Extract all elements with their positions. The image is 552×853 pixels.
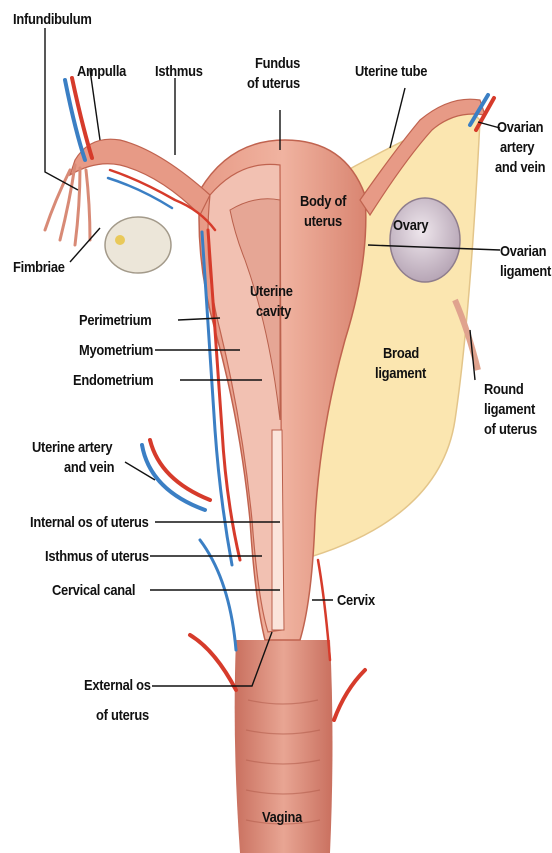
label-round-line1: Round <box>484 380 524 399</box>
label-ovarian-artery-line3: and vein <box>495 158 545 177</box>
follicle-shape <box>115 235 125 245</box>
label-ovarian-artery-line1: Ovarian <box>497 118 543 137</box>
label-ovarian-ligament-line1: Ovarian <box>500 242 546 261</box>
label-fundus-line1: Fundus <box>255 54 300 73</box>
label-infundibulum: Infundibulum <box>13 10 92 29</box>
label-fimbriae: Fimbriae <box>13 258 65 277</box>
label-fundus-line2: of uterus <box>247 74 300 93</box>
label-endometrium: Endometrium <box>73 371 153 390</box>
label-myometrium: Myometrium <box>79 341 153 360</box>
label-body-line2: uterus <box>304 212 342 231</box>
label-cervix: Cervix <box>337 591 375 610</box>
label-uterine-tube: Uterine tube <box>355 62 427 81</box>
cervical-canal-shape <box>272 430 284 630</box>
label-broad-line2: ligament <box>375 364 426 383</box>
label-external-os-line1: External os <box>84 676 151 695</box>
label-vagina: Vagina <box>262 808 302 827</box>
label-ovarian-ligament-line2: ligament <box>500 262 551 281</box>
label-internal-os: Internal os of uterus <box>30 513 149 532</box>
label-ovary: Ovary <box>393 216 428 235</box>
label-external-os-line2: of uterus <box>96 706 149 725</box>
label-isthmus-of-uterus: Isthmus of uterus <box>45 547 149 566</box>
fimbriae-shape <box>45 165 90 245</box>
label-isthmus: Isthmus <box>155 62 203 81</box>
left-ovary-shape <box>105 217 171 273</box>
label-uterine-cavity-line1: Uterine <box>250 282 293 301</box>
label-uterine-artery-line2: and vein <box>64 458 114 477</box>
label-round-line2: ligament <box>484 400 535 419</box>
label-ampulla: Ampulla <box>77 62 126 81</box>
label-uterine-artery-line1: Uterine artery <box>32 438 112 457</box>
label-body-line1: Body of <box>300 192 346 211</box>
label-ovarian-artery-line2: artery <box>500 138 534 157</box>
label-cervical-canal: Cervical canal <box>52 581 135 600</box>
right-ovary-shape <box>390 198 460 282</box>
label-perimetrium: Perimetrium <box>79 311 151 330</box>
label-round-line3: of uterus <box>484 420 537 439</box>
label-uterine-cavity-line2: cavity <box>256 302 291 321</box>
label-broad-line1: Broad <box>383 344 419 363</box>
